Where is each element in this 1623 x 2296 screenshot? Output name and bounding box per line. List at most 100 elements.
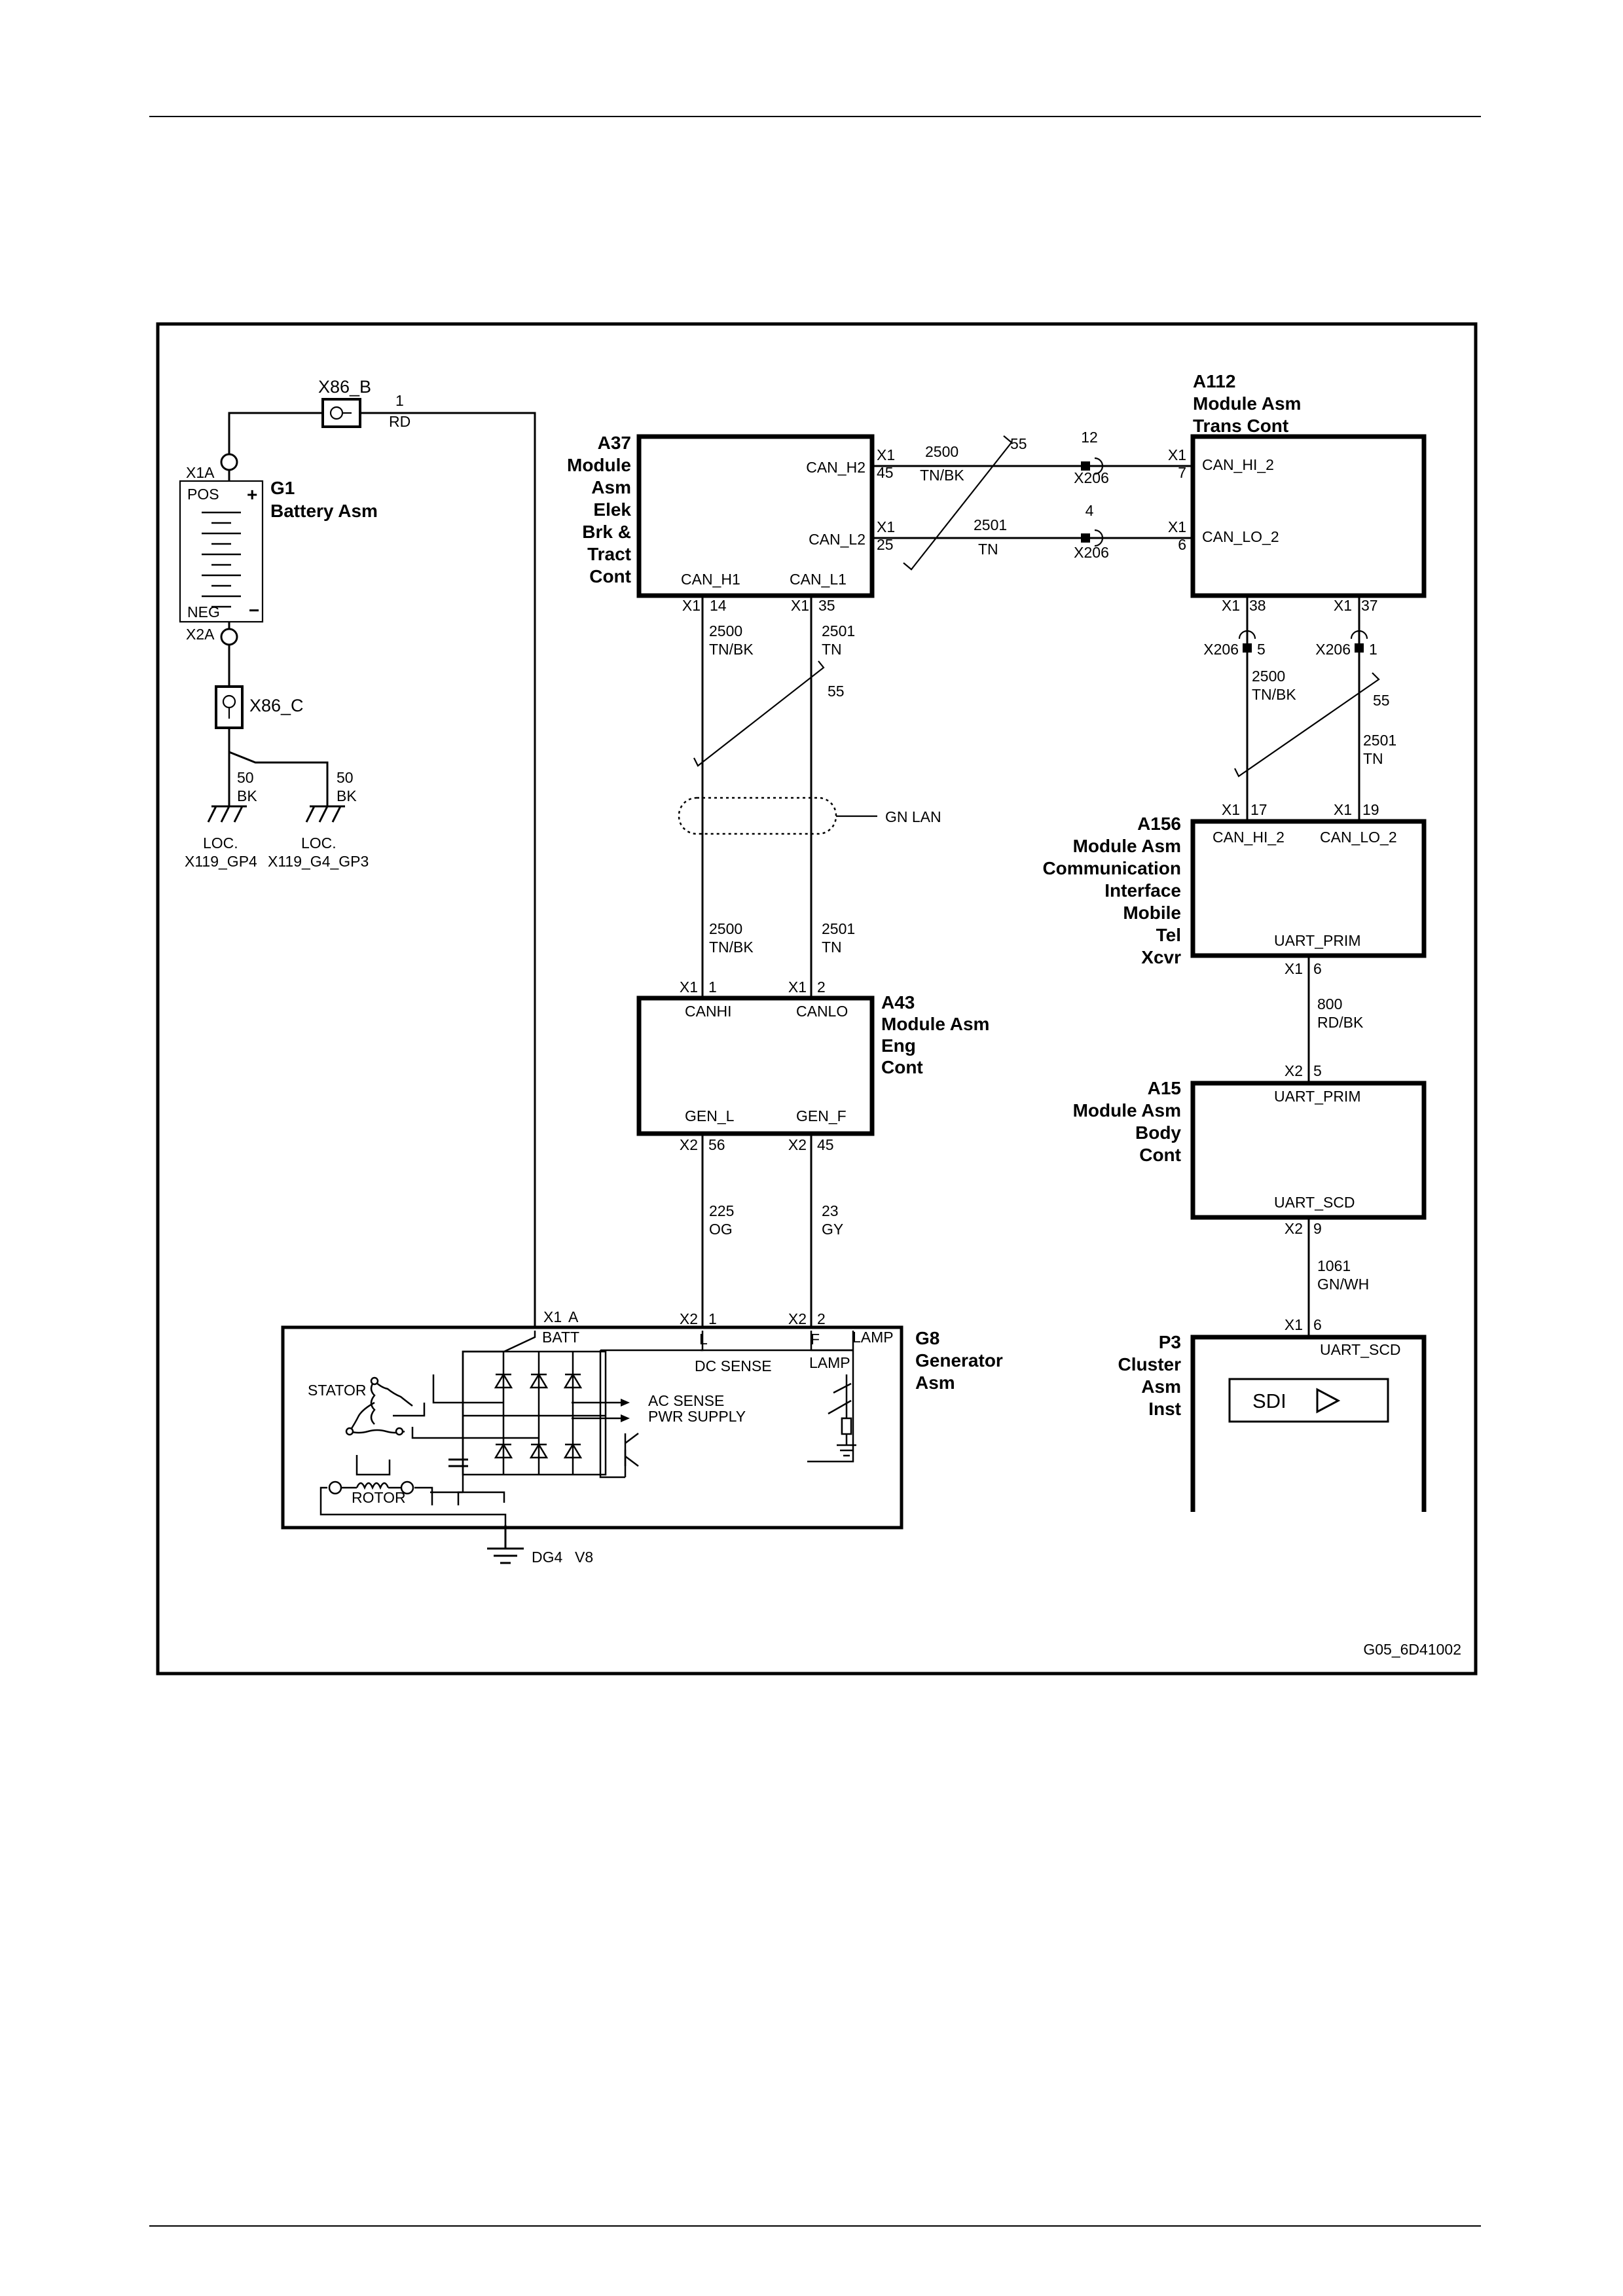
battery-pos-label: POS <box>187 486 219 503</box>
wire-1-rd <box>228 412 323 454</box>
battery-plus-symbol: + <box>247 484 257 505</box>
battery-term-neg: X2A <box>186 626 215 643</box>
generator-ground-variant: V8 <box>575 1549 593 1566</box>
module-a15-name-3: Cont <box>1139 1145 1181 1165</box>
lamp-resistor-icon <box>841 1417 852 1435</box>
module-a156: A156 Module Asm Communication Interface … <box>1042 814 1427 967</box>
g8-conn-x2-2: X2 <box>788 1310 807 1327</box>
g8-conn-x1: X1 <box>543 1308 562 1325</box>
a112-pin-num-lo: 6 <box>1178 536 1186 553</box>
a112-conn-b38: X1 <box>1222 597 1240 614</box>
g8-lamp-inner-label: LAMP <box>809 1354 850 1371</box>
generator-ground-ref: DG4 <box>532 1549 563 1566</box>
a43-conn-56: X2 <box>680 1136 698 1153</box>
a37-conn-l1: X1 <box>791 597 809 614</box>
sdi-display-box <box>1228 1378 1389 1423</box>
x206-pin-5: 5 <box>1257 641 1266 658</box>
x206-pin-12: 12 <box>1081 429 1098 446</box>
g8-pwr-supply-label: PWR SUPPLY <box>648 1408 746 1425</box>
inline-connector-x206-5-icon <box>1238 630 1256 653</box>
sdi-label: SDI <box>1252 1390 1286 1412</box>
g8-ac-sense-label: AC SENSE <box>648 1392 724 1409</box>
module-a37-name-5: Tract <box>587 544 631 564</box>
x206-label-b2: X206 <box>1315 641 1351 658</box>
battery-term-pos: X1A <box>186 464 215 481</box>
module-a156-name-3: Interface <box>1104 880 1181 901</box>
g8-pin-f: F <box>811 1331 820 1348</box>
generator-g8-name-2: Asm <box>915 1372 955 1393</box>
battery-name: Battery Asm <box>270 501 378 521</box>
gn-lan-label: GN LAN <box>885 808 941 825</box>
g8-lamp-label: LAMP <box>852 1329 894 1346</box>
twisted-pair-marker-left <box>693 660 825 767</box>
ground-a-ref: X119_GP4 <box>185 853 257 870</box>
a112-pin-num-b37: 37 <box>1361 597 1378 614</box>
battery-cells-icon <box>202 511 241 608</box>
a43-pin-canlo: CANLO <box>796 1003 848 1020</box>
module-p3-name-3: Inst <box>1148 1399 1181 1419</box>
wire-1-rd-to-generator <box>360 412 536 1327</box>
module-a112-ref: A112 <box>1193 371 1235 391</box>
module-a37: A37 Module Asm Elek Brk & Tract Cont CAN… <box>567 433 875 598</box>
module-a37-name-3: Elek <box>593 499 631 520</box>
twisted-pair-marker-top <box>903 435 1013 571</box>
module-a37-box <box>636 434 875 598</box>
ground-a-wire-num: 50 <box>237 769 254 786</box>
regulator-transistor-icon <box>624 1433 639 1467</box>
generator-g8-box <box>281 1325 903 1530</box>
g8-rotor-label: ROTOR <box>352 1489 406 1506</box>
fuse-wire-num: 1 <box>395 392 404 409</box>
x206-label-top-2: X206 <box>1074 544 1109 561</box>
wire-a112-l-num: 2501 <box>1363 732 1396 749</box>
a15-conn-5: X2 <box>1285 1062 1303 1079</box>
rotor-coil-icon <box>328 1480 414 1495</box>
g8-pin-2: 2 <box>817 1310 826 1327</box>
generator-g8-ref: G8 <box>915 1328 939 1348</box>
wire-gen-f-num: 23 <box>822 1202 839 1219</box>
module-a37-name-4: Brk & <box>582 522 631 542</box>
a37-pin-num-h1: 14 <box>710 597 727 614</box>
wire-top-l-color: TN <box>978 541 998 558</box>
g8-conn-x2-1: X2 <box>680 1310 698 1327</box>
a156-pin-num-6: 6 <box>1313 960 1322 977</box>
module-a43: A43 Module Asm Eng Cont CANHI CANLO GEN_… <box>636 992 989 1136</box>
a15-pin-num-9: 9 <box>1313 1220 1322 1237</box>
a37-conn-h2: X1 <box>877 446 895 463</box>
module-a43-name-1: Module Asm <box>881 1014 989 1034</box>
generator-g8: G8 Generator Asm BATT L F LAMP LAMP DC S… <box>281 1325 1003 1530</box>
a37-pin-can-l2: CAN_L2 <box>809 531 866 548</box>
a37-conn-l2: X1 <box>877 518 895 535</box>
inline-connector-x206-1-icon <box>1350 630 1368 653</box>
module-p3-name-2: Asm <box>1141 1376 1181 1397</box>
a37-pin-can-h1: CAN_H1 <box>681 571 740 588</box>
g8-pin-a: A <box>568 1308 579 1325</box>
wire-a37-l-num: 2501 <box>822 622 855 639</box>
a112-conn-lo: X1 <box>1168 518 1186 535</box>
battery-ref: G1 <box>270 478 295 498</box>
ground-a-loc: LOC. <box>203 834 238 852</box>
module-a15-name-1: Module Asm <box>1073 1100 1181 1121</box>
chassis-ground-b-icon <box>305 805 345 823</box>
a156-pin-num-17: 17 <box>1250 801 1267 818</box>
battery-body <box>179 480 264 623</box>
wire-uart-scd-color: GN/WH <box>1317 1276 1369 1293</box>
a43-pin-genf: GEN_F <box>796 1107 847 1124</box>
a43-pin-genl: GEN_L <box>685 1107 735 1124</box>
wire-top-l-num: 2501 <box>974 516 1007 533</box>
capacitor-icon <box>448 1458 468 1467</box>
diagram-frame <box>156 322 1478 1676</box>
wire-uart-prim-color: RD/BK <box>1317 1014 1364 1031</box>
a43-pin-num-45: 45 <box>817 1136 834 1153</box>
wire-a43-h-num: 2500 <box>709 920 742 937</box>
twisted-pair-marker-right <box>1234 672 1380 778</box>
module-a37-name-6: Cont <box>589 566 631 586</box>
a112-conn-hi: X1 <box>1168 446 1186 463</box>
ground-b-wire-color: BK <box>337 787 357 804</box>
fuse-x86-b-ref: X86_B <box>318 377 371 397</box>
x206-pin-4: 4 <box>1085 502 1094 519</box>
a43-pin-num-1: 1 <box>708 978 717 996</box>
rectifier-diodes-icon <box>494 1372 583 1459</box>
a156-pin-lo: CAN_LO_2 <box>1320 829 1397 846</box>
wire-a43-l-color: TN <box>822 939 842 956</box>
